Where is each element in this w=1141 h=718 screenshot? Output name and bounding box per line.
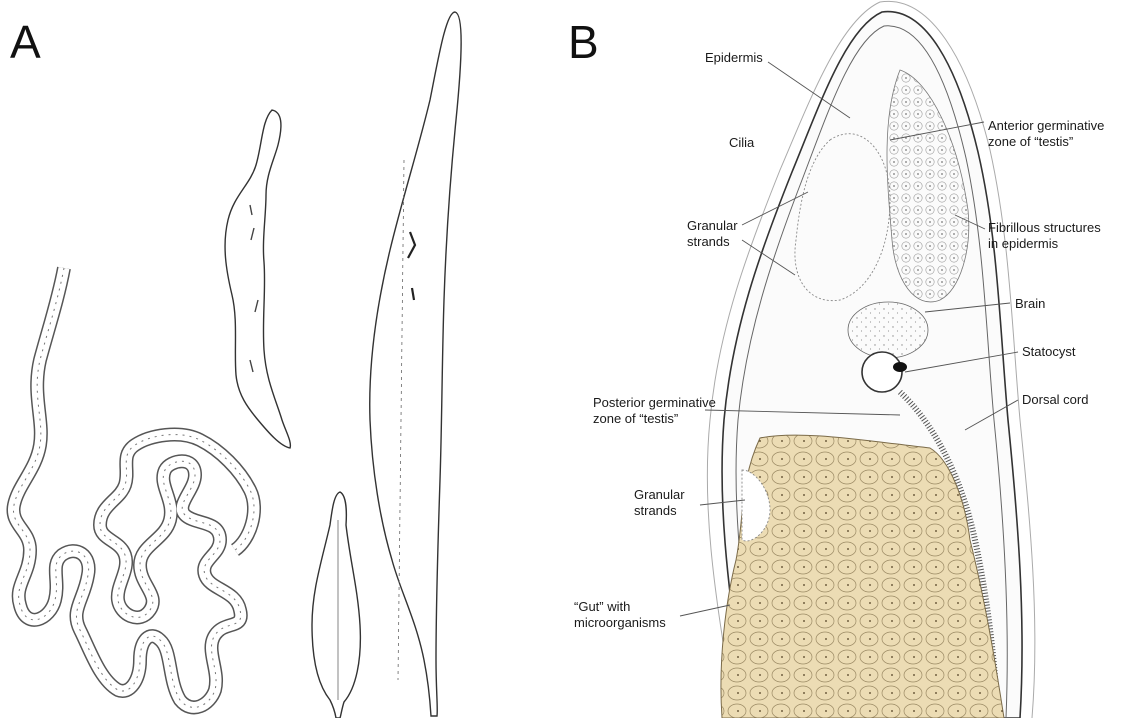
label-fibrillous-1: Fibrillous structures <box>988 220 1101 235</box>
label-dorsal-cord: Dorsal cord <box>1022 392 1088 407</box>
label-anterior-germinative-2: zone of “testis” <box>988 134 1073 149</box>
label-gut-1: “Gut” with <box>574 599 630 614</box>
label-brain: Brain <box>1015 296 1045 311</box>
coiled-worm-illustration <box>13 268 254 707</box>
label-gut-2: microorganisms <box>574 615 666 630</box>
label-fibrillous-2: in epidermis <box>988 236 1059 251</box>
panel-b-letter: B <box>568 16 599 68</box>
tall-worm-illustration <box>370 12 461 716</box>
label-posterior-germinative-2: zone of “testis” <box>593 411 678 426</box>
label-epidermis: Epidermis <box>705 50 763 65</box>
label-statocyst: Statocyst <box>1022 344 1076 359</box>
small-worm-illustration <box>225 110 290 448</box>
label-granular-strands-lower-2: strands <box>634 503 677 518</box>
label-cilia: Cilia <box>729 135 755 150</box>
label-posterior-germinative-1: Posterior germinative <box>593 395 716 410</box>
panel-a-letter: A <box>10 16 41 68</box>
spindle-worm-illustration <box>312 492 360 718</box>
label-granular-strands-upper-2: strands <box>687 234 730 249</box>
label-granular-strands-lower-1: Granular <box>634 487 685 502</box>
statocyst <box>862 352 902 392</box>
label-anterior-germinative-1: Anterior germinative <box>988 118 1104 133</box>
label-granular-strands-upper-1: Granular <box>687 218 738 233</box>
statolith <box>893 362 907 372</box>
brain <box>848 302 928 358</box>
